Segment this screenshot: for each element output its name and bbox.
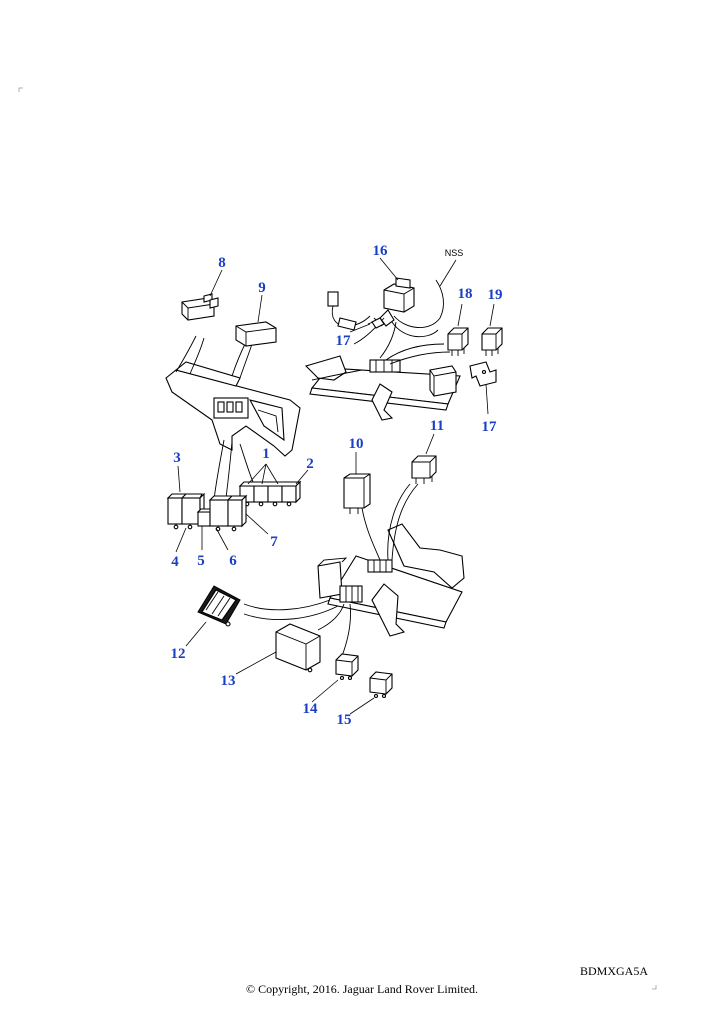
callout-4: 4	[171, 554, 179, 570]
relay-part-10	[343, 473, 371, 514]
callout-1: 1	[262, 446, 270, 462]
callout-17-left: 17	[336, 333, 352, 349]
relay-part-8	[181, 293, 219, 321]
callout-15: 15	[337, 712, 352, 728]
relay-row-parts-1-2	[238, 480, 302, 507]
relay-part-19	[481, 327, 503, 356]
callout-6: 6	[229, 553, 237, 569]
bracket-part-17	[469, 361, 497, 387]
relay-part-18	[447, 327, 469, 356]
callout-17-right: 17	[482, 419, 498, 435]
callout-13: 13	[221, 673, 236, 689]
callout-12: 12	[171, 646, 186, 662]
callout-7: 7	[270, 534, 278, 550]
relay-part-16	[353, 277, 444, 359]
diagram-reference-code: BDMXGA5A	[580, 964, 649, 978]
callout-18: 18	[458, 286, 473, 302]
corner-mark-bottom-right	[652, 985, 657, 990]
callout-16: 16	[373, 243, 389, 259]
relay-part-11	[411, 455, 437, 484]
callout-10: 10	[349, 436, 364, 452]
callout-3: 3	[173, 450, 181, 466]
upper-right-tray-assembly	[304, 343, 461, 421]
callout-5: 5	[197, 553, 205, 569]
copyright-notice: © Copyright, 2016. Jaguar Land Rover Lim…	[245, 982, 479, 996]
callout-9: 9	[258, 280, 266, 296]
relay-part-9	[235, 321, 277, 347]
harness-connector-part-17	[327, 291, 385, 331]
lower-right-tray-assembly	[243, 483, 465, 657]
relay-part-15	[369, 671, 393, 699]
module-part-13	[275, 623, 321, 673]
module-part-12	[197, 585, 241, 627]
callout-8: 8	[218, 255, 226, 271]
leader-lines	[175, 257, 495, 715]
upper-left-bracket-assembly	[165, 335, 301, 501]
relay-part-14	[335, 653, 359, 681]
callout-11: 11	[430, 418, 444, 434]
callout-2: 2	[306, 456, 314, 472]
callout-labels: 1 2 3 4 5 6 7 8 9 10 11 12 13 14 15 16 1…	[171, 243, 503, 728]
callout-14: 14	[303, 701, 319, 717]
relay-group-parts-3-7	[166, 492, 248, 532]
corner-mark-top-left	[18, 87, 23, 92]
nss-label: NSS	[445, 248, 464, 258]
callout-19: 19	[488, 287, 503, 303]
